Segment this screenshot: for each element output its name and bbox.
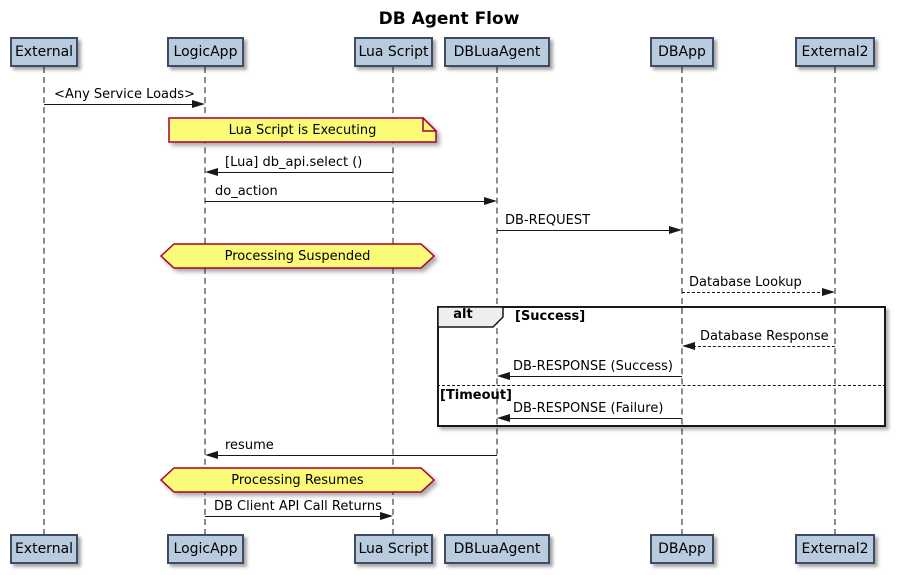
participant-top-logicapp: LogicApp — [167, 37, 244, 67]
hexagon-note-shape — [160, 243, 435, 269]
diagram-title: DB Agent Flow — [378, 9, 520, 29]
message-line — [216, 455, 497, 456]
participant-top-external2: External2 — [795, 37, 875, 67]
lifeline-external2 — [834, 67, 836, 535]
arrowhead-left-icon — [205, 168, 218, 176]
alt-else-divider — [437, 385, 886, 386]
note-fold-corner — [422, 117, 437, 132]
arrowhead-right-icon — [380, 512, 393, 520]
participant-top-dbapp: DBApp — [650, 37, 714, 67]
message-line — [44, 104, 194, 105]
message-line — [205, 201, 486, 202]
message-line — [508, 376, 682, 377]
message-label-resume: resume — [225, 438, 274, 453]
message-label-any-service-loads: <Any Service Loads> — [54, 87, 195, 102]
lifeline-external — [43, 67, 45, 535]
message-label-db-request: DB-REQUEST — [505, 213, 591, 228]
lifeline-logicapp — [204, 67, 206, 535]
arrowhead-left-icon — [682, 342, 695, 350]
lifeline-dbluaagent — [496, 67, 498, 535]
participant-bottom-dbluaagent: DBLuaAgent — [444, 534, 550, 564]
alt-fragment-frame: alt — [437, 306, 886, 427]
message-label-lua-select: [Lua] db_api.select () — [225, 155, 363, 170]
participant-top-lua-script: Lua Script — [354, 37, 433, 67]
message-label-db-response-failure: DB-RESPONSE (Failure) — [513, 401, 664, 416]
note-text: Processing Suspended — [224, 248, 371, 264]
participant-top-external: External — [10, 37, 78, 67]
participant-bottom-dbapp: DBApp — [650, 534, 714, 564]
arrowhead-right-icon — [192, 100, 205, 108]
message-line-dashed — [682, 292, 825, 293]
arrowhead-right-icon — [822, 288, 835, 296]
hnote-processing-resumes: Processing Resumes — [160, 467, 435, 493]
note-text: Lua Script is Executing — [228, 122, 377, 138]
arrowhead-right-icon — [484, 197, 497, 205]
hnote-processing-suspended: Processing Suspended — [160, 243, 435, 269]
participant-bottom-external: External — [10, 534, 78, 564]
message-line — [497, 230, 672, 231]
note-lua-executing: Lua Script is Executing — [168, 117, 437, 143]
arrowhead-left-icon — [497, 372, 510, 380]
message-line-dashed — [693, 346, 835, 347]
alt-guard-timeout: [Timeout] — [440, 388, 512, 403]
alt-operator-label: alt — [453, 307, 473, 322]
participant-bottom-lua-script: Lua Script — [354, 534, 433, 564]
participant-top-dbluaagent: DBLuaAgent — [444, 37, 550, 67]
message-label-database-lookup: Database Lookup — [689, 275, 802, 290]
hexagon-note-shape — [160, 467, 435, 493]
message-line — [205, 516, 383, 517]
message-label-database-response: Database Response — [700, 329, 829, 344]
alt-operator-tab: alt — [437, 306, 504, 332]
arrowhead-left-icon — [205, 451, 218, 459]
note-text: Processing Resumes — [231, 472, 364, 488]
participant-bottom-logicapp: LogicApp — [167, 534, 244, 564]
message-label-db-client-api-returns: DB Client API Call Returns — [214, 499, 382, 514]
arrowhead-right-icon — [669, 226, 682, 234]
alt-guard-success: [Success] — [515, 309, 586, 324]
lifeline-dbapp — [681, 67, 683, 535]
message-label-do-action: do_action — [215, 184, 278, 199]
message-line — [508, 418, 682, 419]
message-label-db-response-success: DB-RESPONSE (Success) — [513, 359, 673, 374]
alt-tab-shape — [437, 306, 504, 328]
lifeline-lua-script — [392, 67, 394, 535]
participant-bottom-external2: External2 — [795, 534, 875, 564]
note-body-shape — [168, 117, 437, 143]
arrowhead-left-icon — [497, 414, 510, 422]
message-line — [216, 172, 393, 173]
